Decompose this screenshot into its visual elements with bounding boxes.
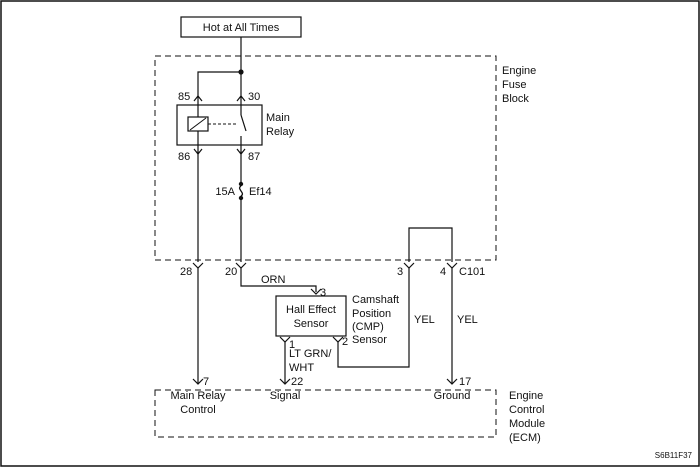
hall-effect-sensor-box [275, 295, 347, 337]
sensor-box-label-1: Hall Effect [286, 304, 336, 316]
fuse-name: Ef14 [249, 186, 272, 198]
wires [197, 37, 453, 384]
wire-color-orn: ORN [261, 274, 286, 286]
ecm-ground-label: Ground [434, 390, 471, 402]
sensor-name-4: Sensor [352, 334, 387, 346]
wire-color-yel-right: YEL [457, 314, 478, 326]
figure-id: S6B11F37 [655, 451, 693, 460]
ecm-block-outline [154, 389, 497, 438]
fuse-terminal-top [238, 181, 244, 187]
relay-terminal-85: 85 [178, 91, 190, 103]
sensor-pin-3: 3 [320, 287, 326, 299]
ecm-label-1: Engine [509, 390, 543, 402]
main-relay [176, 104, 263, 146]
ecm-pin-17: 17 [459, 376, 471, 388]
ecm-main-relay-control-2: Control [180, 404, 215, 416]
ecm-pin-22: 22 [291, 376, 303, 388]
relay-terminal-87: 87 [248, 151, 260, 163]
sensor-name-3: (CMP) [352, 321, 384, 333]
ecm-label-2: Control [509, 404, 544, 416]
ecm-pins [192, 378, 458, 385]
connector-pin-20: 20 [225, 266, 237, 278]
ecm-signal-label: Signal [270, 390, 301, 402]
wire-color-lt-grn-wht-2: WHT [289, 362, 314, 374]
fuse-rating: 15A [215, 186, 235, 198]
fuse-terminal-bottom [238, 195, 244, 201]
connector-pin-28: 28 [180, 266, 192, 278]
sensor-pin-2: 2 [342, 336, 348, 348]
ecm-main-relay-control-1: Main Relay [170, 390, 226, 402]
fuse-ef14 [238, 185, 244, 197]
sensor-pins [279, 288, 344, 343]
ecm-pin-7: 7 [203, 376, 209, 388]
power-source-label: Hot at All Times [203, 22, 280, 34]
sensor-pin-1: 1 [289, 339, 295, 351]
sensor-name-2: Position [352, 308, 391, 320]
c101-connector-pins [192, 262, 458, 269]
wire-color-yel-left: YEL [414, 314, 435, 326]
fuse-block-label-1: Engine [502, 65, 536, 77]
sensor-name-1: Camshaft [352, 294, 399, 306]
main-relay-label-1: Main [266, 112, 290, 124]
connector-name: C101 [459, 266, 485, 278]
relay-switch-blade [240, 114, 247, 132]
fuse-block-label-3: Block [502, 93, 529, 105]
main-relay-label-2: Relay [266, 126, 295, 138]
relay-terminal-30: 30 [248, 91, 260, 103]
wire-color-lt-grn-wht-1: LT GRN/ [289, 348, 332, 360]
relay-terminal-86: 86 [178, 151, 190, 163]
connector-pin-3: 3 [397, 266, 403, 278]
splice-dot [238, 69, 244, 75]
relay-terminal-arrows [193, 95, 246, 155]
sensor-box-label-2: Sensor [294, 318, 329, 330]
fuse-block-label-2: Fuse [502, 79, 526, 91]
ecm-label-3: Module [509, 418, 545, 430]
connector-pin-4: 4 [440, 266, 446, 278]
ecm-label-4: (ECM) [509, 432, 541, 444]
engine-fuse-block-outline [154, 55, 497, 261]
